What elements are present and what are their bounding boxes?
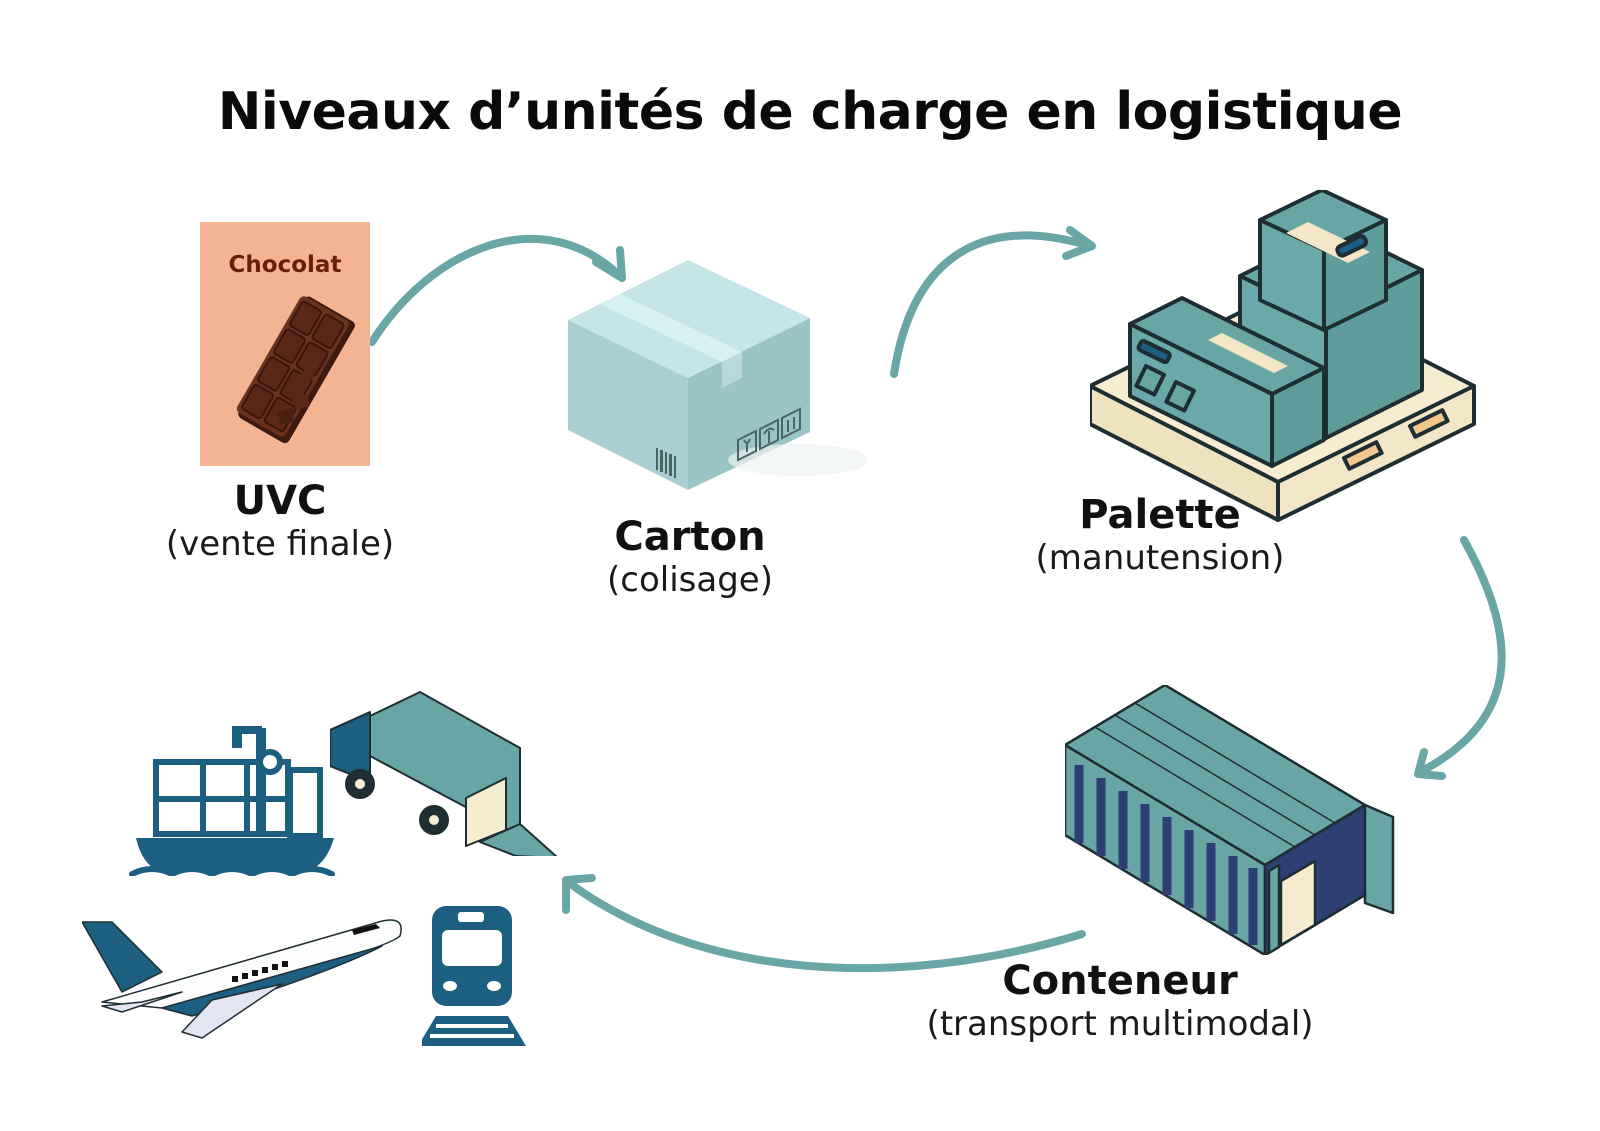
cardboard-box-icon xyxy=(568,260,868,490)
pallet-icon xyxy=(1090,190,1476,522)
cargo-ship-icon xyxy=(129,726,335,876)
package-label: Chocolat xyxy=(228,252,342,278)
level-subtitle: (manutension) xyxy=(1035,538,1285,578)
arrow-head-conteneur-to-transport xyxy=(562,874,596,914)
train-icon xyxy=(422,906,526,1046)
level-name: UVC xyxy=(233,478,327,524)
delivery-truck-icon xyxy=(330,691,558,856)
level-subtitle: (transport multimodal) xyxy=(926,1004,1314,1044)
arrow-head-uvc-to-carton xyxy=(592,246,626,282)
barcode-icon xyxy=(656,448,676,478)
level-palette: Palette (manutension) xyxy=(990,492,1330,579)
chocolate-bar-icon xyxy=(236,296,355,444)
arrow-head-carton-to-palette xyxy=(1062,226,1096,260)
arrow-conteneur-to-transport xyxy=(564,878,1086,973)
level-name: Conteneur xyxy=(1002,958,1238,1004)
arrow-head-palette-to-conteneur xyxy=(1414,748,1446,780)
airplane-icon xyxy=(82,919,402,1039)
uvc-chocolate-package: Chocolat xyxy=(200,222,370,466)
arrow-uvc-to-carton xyxy=(368,235,624,346)
level-name: Palette xyxy=(1079,492,1241,538)
level-subtitle: (vente finale) xyxy=(165,524,395,564)
arrow-palette-to-conteneur xyxy=(1416,536,1506,776)
shipping-container-icon xyxy=(1065,685,1395,955)
level-uvc: UVC (vente finale) xyxy=(120,478,440,565)
handling-symbols-icon xyxy=(737,407,801,462)
level-conteneur: Conteneur (transport multimodal) xyxy=(890,958,1350,1045)
level-subtitle: (colisage) xyxy=(607,560,773,600)
level-name: Carton xyxy=(614,514,766,560)
page-title: Niveaux d’unités de charge en logistique xyxy=(217,82,1403,142)
arrow-carton-to-palette xyxy=(890,231,1094,378)
level-carton: Carton (colisage) xyxy=(530,514,850,601)
